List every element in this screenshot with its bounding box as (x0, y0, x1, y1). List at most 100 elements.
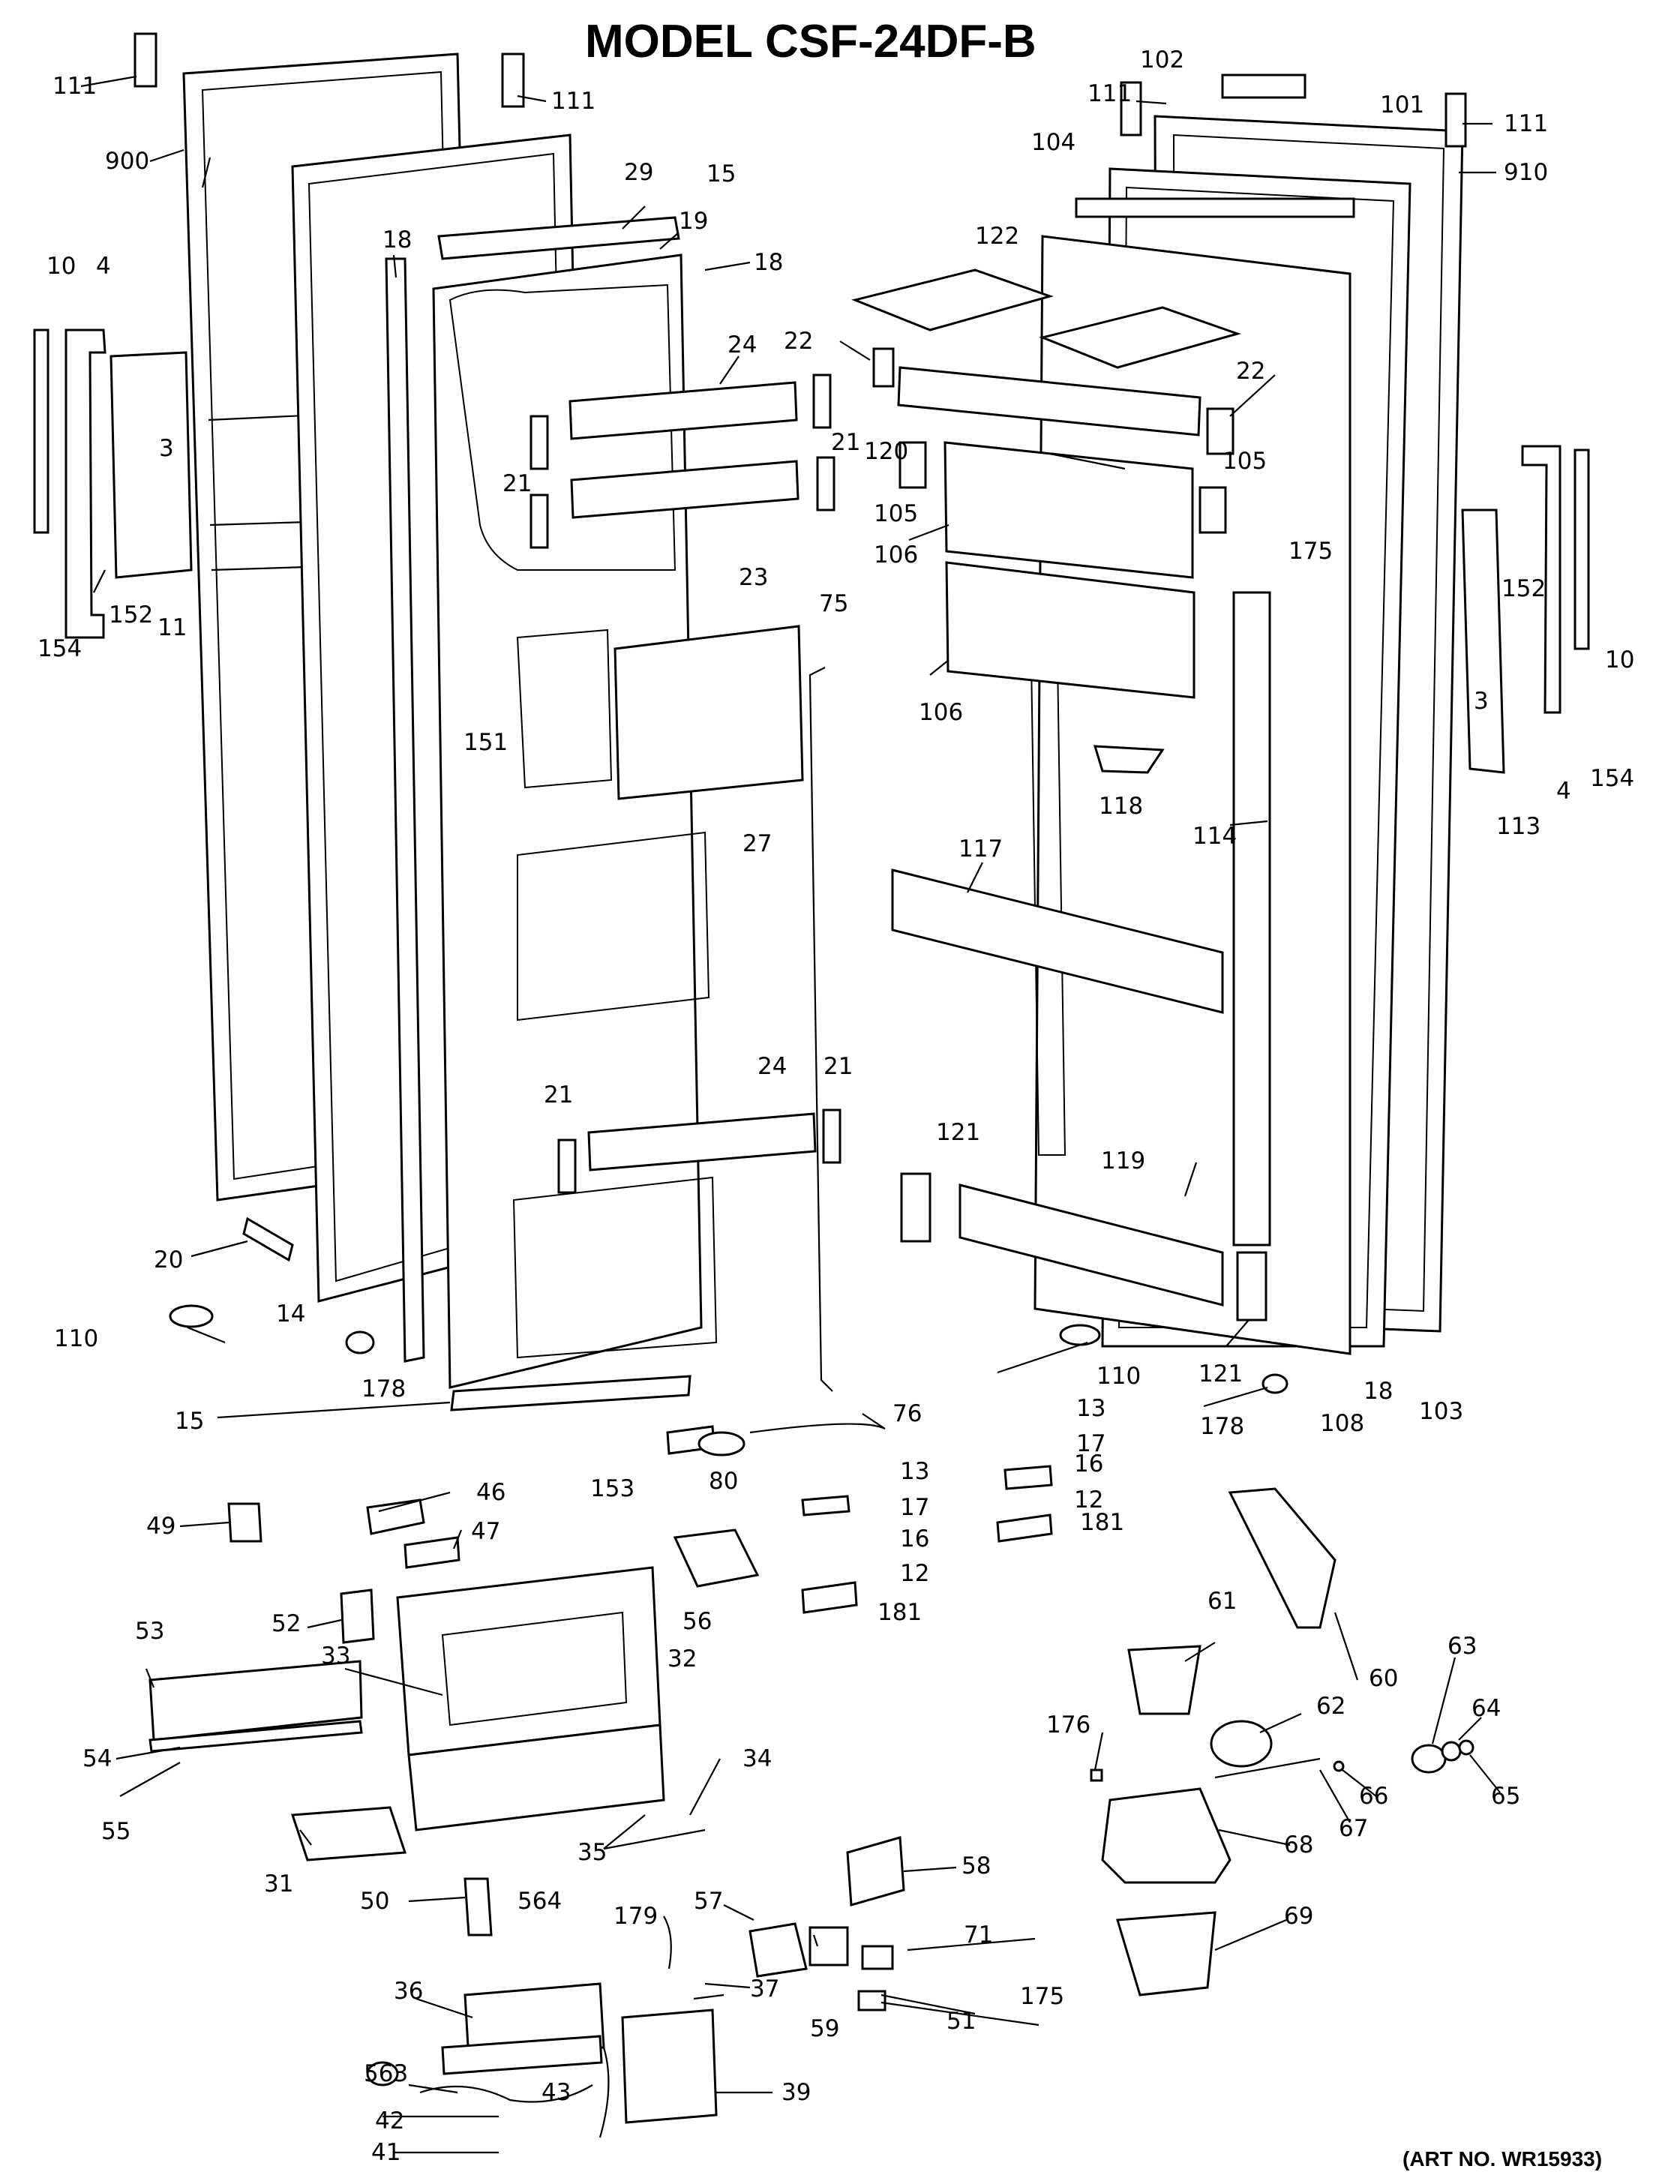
part-label: 34 (742, 1745, 772, 1772)
part-label: 21 (824, 1053, 853, 1080)
part-label: 118 (1099, 793, 1143, 820)
part-label: 56 (682, 1608, 712, 1635)
part-label: 110 (54, 1325, 98, 1352)
part-label: 42 (375, 2108, 404, 2134)
part-label: 64 (1472, 1695, 1501, 1722)
part-label: 22 (784, 328, 813, 355)
part-label: 12 (900, 1560, 929, 1587)
part-label: 23 (739, 564, 768, 591)
part-label: 55 (101, 1818, 130, 1845)
part-label: 16 (900, 1526, 929, 1552)
part-label: 63 (1448, 1633, 1477, 1660)
part-label: 35 (578, 1839, 607, 1866)
part-label: 65 (1491, 1783, 1520, 1810)
part-label: 54 (82, 1745, 112, 1772)
part-label: 36 (394, 1978, 423, 2005)
egg-trays (851, 268, 1241, 369)
part-label: 24 (758, 1053, 787, 1080)
bottom-trim-left (450, 1375, 692, 1412)
part-label: 22 (1236, 358, 1265, 385)
part-label: 122 (975, 223, 1019, 250)
dispenser-housing (396, 1566, 665, 1832)
part-label: 76 (892, 1400, 922, 1427)
part-label: 563 (364, 2060, 408, 2087)
part-label: 105 (1222, 448, 1267, 475)
part-label: 111 (1504, 110, 1548, 137)
part-label: 53 (135, 1618, 164, 1645)
part-label: 18 (754, 249, 783, 276)
part-number-labels: 111 111 111 111 900 910 29 15 19 18 18 1… (38, 46, 1634, 2166)
part-label: 110 (1096, 1363, 1141, 1390)
part-label: 13 (1076, 1395, 1106, 1422)
part-label: 39 (782, 2079, 811, 2106)
part-label: 181 (1080, 1509, 1124, 1536)
part-label: 15 (175, 1408, 204, 1435)
part-label: 11 (158, 614, 187, 641)
hinge-pins-left (33, 32, 895, 1455)
part-label: 50 (360, 1888, 389, 1915)
door-breaker-strip-left (385, 257, 425, 1363)
part-label: 49 (146, 1513, 176, 1540)
leader-lines (80, 75, 1501, 2154)
part-label: 154 (38, 635, 82, 662)
part-label: 18 (382, 226, 412, 254)
part-label: 178 (1200, 1413, 1244, 1440)
part-label: 33 (321, 1642, 350, 1670)
part-label: 106 (874, 542, 918, 568)
dispenser-small-parts (148, 1431, 1053, 2138)
part-label: 16 (1074, 1450, 1103, 1478)
art-number: (ART NO. WR15933) (1402, 2147, 1602, 2170)
part-label: 12 (1074, 1486, 1103, 1514)
part-label: 152 (1502, 575, 1546, 602)
door-shelves-right (891, 74, 1590, 1394)
part-label: 113 (1496, 813, 1540, 840)
part-label: 178 (362, 1376, 406, 1402)
part-label: 181 (878, 1599, 922, 1626)
part-label: 52 (272, 1610, 301, 1637)
part-label: 57 (694, 1888, 723, 1915)
part-label: 111 (52, 73, 97, 100)
part-label: 31 (264, 1870, 293, 1898)
part-label: 152 (109, 602, 153, 628)
part-label: 71 (964, 1922, 993, 1948)
part-label: 17 (1076, 1430, 1106, 1457)
part-label: 69 (1284, 1903, 1313, 1930)
shelf-bar-upper-freezer (568, 381, 817, 1172)
part-label: 66 (1359, 1783, 1388, 1810)
part-label: 175 (1020, 1983, 1064, 2010)
part-label: 24 (728, 332, 757, 358)
part-label: 119 (1101, 1148, 1145, 1174)
part-label: 51 (946, 2008, 976, 2035)
part-label: 18 (1364, 1378, 1393, 1405)
part-label: 900 (105, 148, 149, 175)
part-label: 68 (1284, 1832, 1313, 1858)
part-label: 61 (1208, 1588, 1237, 1615)
part-label: 10 (46, 253, 76, 280)
part-label: 154 (1590, 765, 1634, 792)
part-label: 37 (750, 1976, 779, 2002)
part-label: 102 (1140, 46, 1184, 74)
diagram-title: MODEL CSF-24DF-B (585, 16, 1036, 68)
part-label: 3 (159, 435, 174, 462)
part-label: 4 (96, 253, 111, 280)
part-label: 29 (624, 159, 653, 186)
part-label: 58 (962, 1852, 991, 1880)
part-label: 60 (1369, 1665, 1398, 1692)
part-label: 80 (709, 1468, 738, 1495)
part-label: 101 (1380, 92, 1424, 118)
part-label: 41 (371, 2139, 400, 2166)
part-label: 175 (1288, 538, 1333, 565)
part-label: 108 (1320, 1410, 1364, 1437)
ice-chute-assembly (1090, 1487, 1474, 1996)
part-label: 32 (668, 1646, 697, 1672)
dairy-compartment (897, 366, 1202, 699)
part-label: 910 (1504, 159, 1548, 186)
part-label: 14 (276, 1300, 305, 1328)
part-label: 121 (1198, 1360, 1243, 1388)
part-label: 103 (1419, 1398, 1463, 1425)
part-label: 120 (864, 438, 908, 465)
part-label: 3 (1474, 688, 1489, 715)
part-label: 59 (810, 2015, 839, 2042)
part-label: 111 (551, 88, 596, 115)
